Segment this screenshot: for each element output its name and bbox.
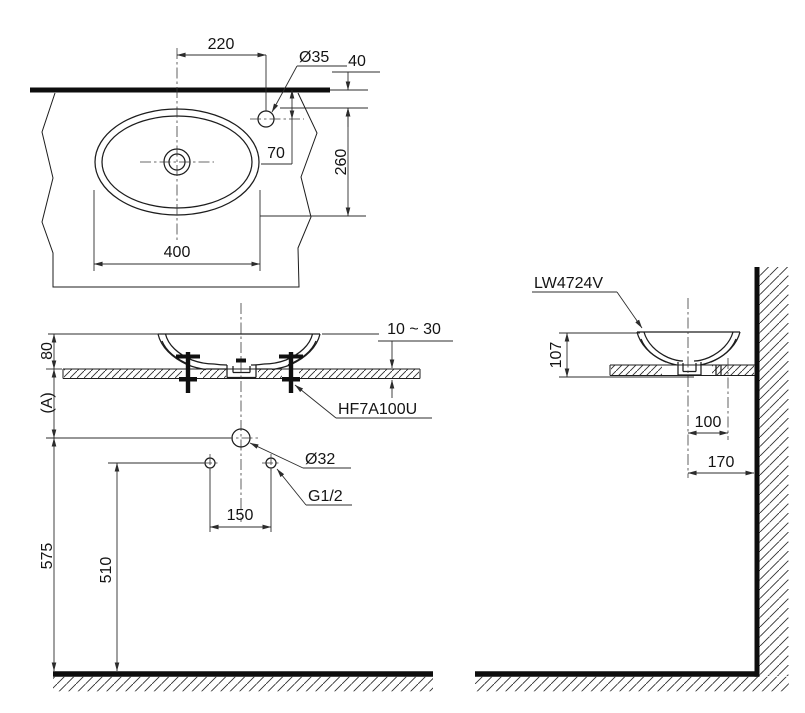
front-elevation: 80 (A) 575 510 150 10 ~ 30 HF7A100U — [39, 303, 453, 672]
fixing-bolt-right — [279, 352, 303, 393]
dim-basin-height: 107 — [548, 332, 694, 378]
fixing-kit-text: HF7A100U — [338, 401, 417, 418]
dim-column-left: 80 (A) 575 510 — [39, 333, 231, 672]
dim-counter-thickness: 10 ~ 30 — [322, 321, 453, 398]
dim-label-waste-height: 575 — [39, 543, 56, 570]
supply-connection-text: G1/2 — [308, 488, 343, 505]
plan-view: 220 Ø35 40 70 260 — [30, 36, 380, 288]
label-fixing-kit: HF7A100U — [294, 384, 432, 419]
basin-profile-side — [636, 331, 741, 376]
drain-plug-knob — [236, 358, 246, 363]
label-supply-connection: G1/2 — [276, 468, 352, 506]
label-product-code: LW4724V — [532, 275, 643, 329]
dim-label-supply-height: 510 — [98, 557, 115, 584]
dim-basin-depth: 260 — [260, 107, 366, 217]
dim-label-faucet-offset: 220 — [208, 36, 235, 53]
floor-right — [475, 671, 789, 692]
dim-label-center-to-wall: 170 — [708, 454, 735, 471]
dim-center-to-fixing: 100 — [687, 414, 729, 436]
dim-label-rim-to-wall: 40 — [348, 53, 366, 70]
dim-label-basin-width: 400 — [164, 244, 191, 261]
dim-faucet-offset: 220 — [176, 36, 267, 111]
dim-basin-width: 400 — [93, 190, 261, 271]
dim-label-basin-depth: 260 — [333, 149, 350, 176]
side-elevation: LW4724V 107 100 170 — [532, 275, 755, 478]
counter-break-outline — [41, 92, 318, 288]
dim-label-center-to-fixing: 100 — [695, 414, 722, 431]
counter-section-front — [62, 368, 421, 379]
dim-label-counter-thickness: 10 ~ 30 — [387, 321, 441, 338]
label-faucet-diameter: Ø35 — [271, 49, 347, 113]
waste-diameter-text: Ø32 — [305, 451, 335, 468]
dim-label-supply-spacing: 150 — [227, 507, 254, 524]
wall-section-right — [754, 267, 789, 677]
dim-faucet-from-wall: 70 — [261, 89, 295, 165]
dim-label-counter-height-ref: (A) — [39, 392, 56, 413]
fixing-bolt-left — [176, 352, 200, 393]
counter-section-side — [609, 364, 755, 376]
dim-label-rim-above-counter: 80 — [39, 342, 56, 360]
label-waste-diameter: Ø32 — [249, 442, 351, 469]
floor-left — [53, 671, 433, 692]
product-code-text: LW4724V — [534, 275, 603, 292]
dim-center-to-wall: 170 — [687, 454, 755, 476]
dim-supply-spacing: 150 — [209, 469, 272, 532]
dim-label-faucet-from-wall: 70 — [267, 145, 285, 162]
dim-label-basin-height: 107 — [548, 342, 565, 369]
faucet-diameter-text: Ø35 — [299, 49, 329, 66]
